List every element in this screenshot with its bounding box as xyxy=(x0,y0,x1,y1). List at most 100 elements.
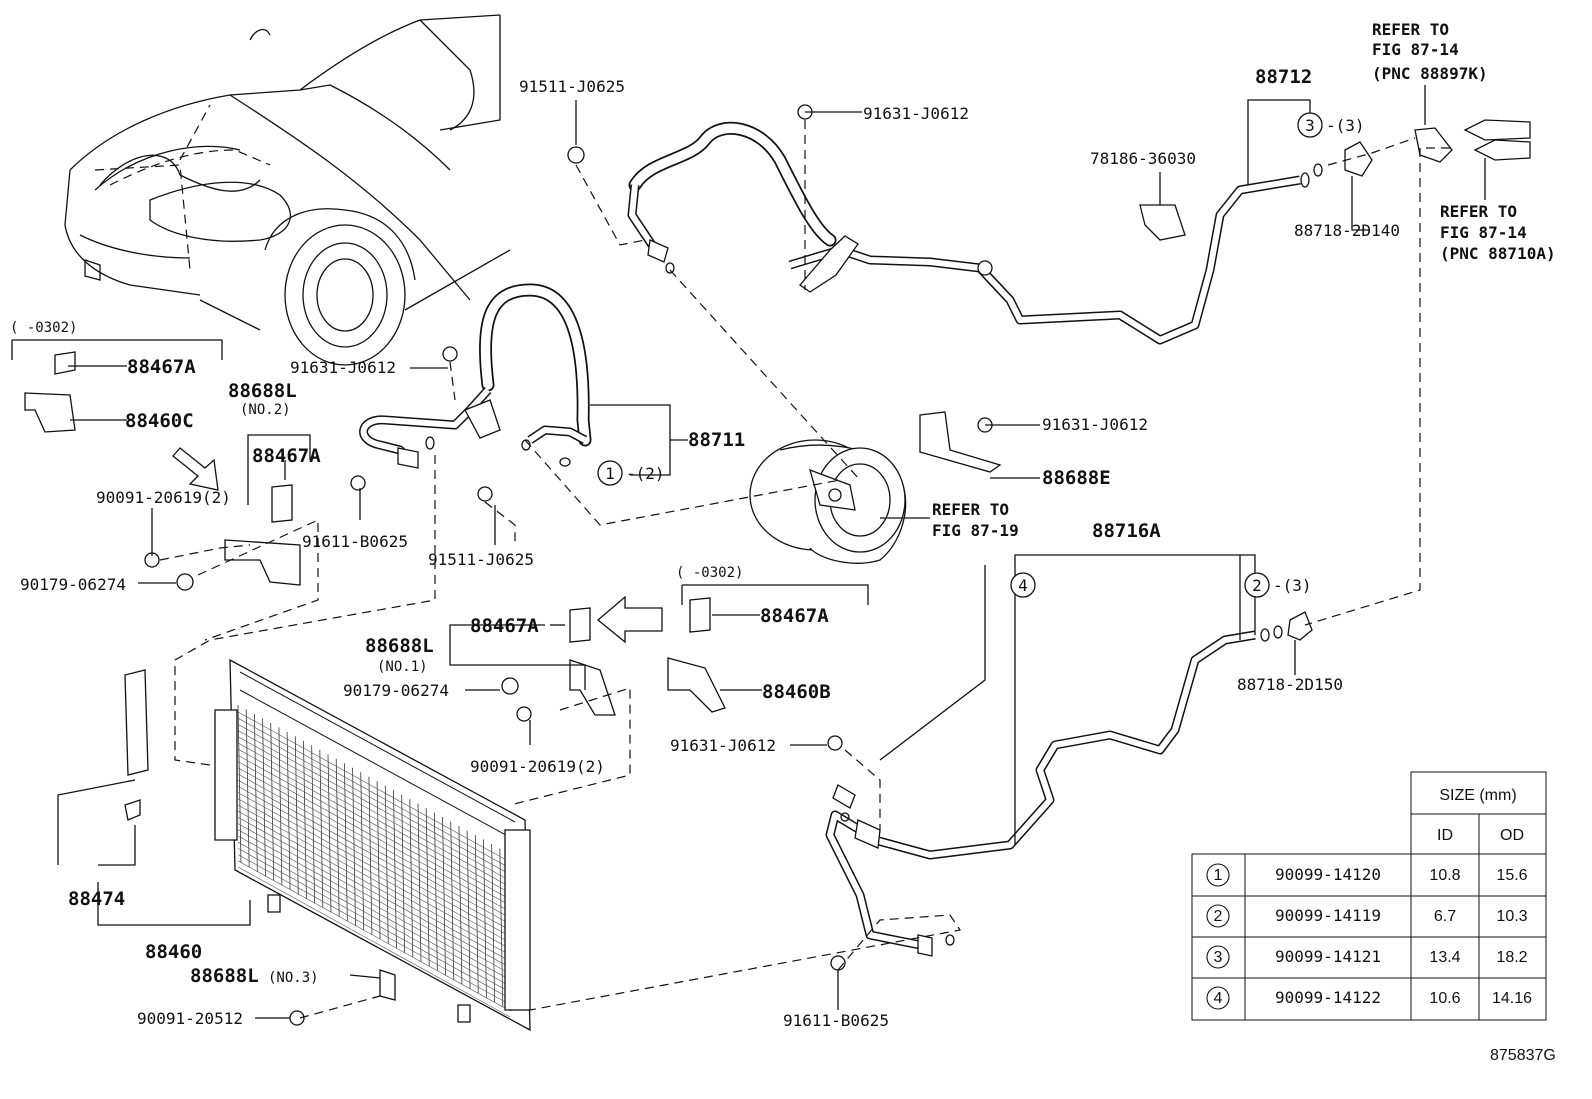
compressor xyxy=(749,439,907,564)
table-header-size: SIZE (mm) xyxy=(1439,787,1516,804)
table-part-number: 90099-14122 xyxy=(1275,988,1381,1007)
label-88467a-2: 88467A xyxy=(252,445,321,467)
condenser xyxy=(124,658,531,1032)
condenser-fin xyxy=(483,839,487,998)
bracket-0302-left: ( -0302) xyxy=(10,320,77,336)
condenser-tube xyxy=(237,817,511,968)
small-parts xyxy=(24,104,1531,1026)
callout-3-qty: -(3) xyxy=(1326,116,1365,135)
table-ref-circle xyxy=(1206,863,1230,887)
condenser-tube xyxy=(237,841,511,993)
label-no3: (NO.3) xyxy=(268,970,319,986)
condenser-tube xyxy=(237,786,511,937)
pipe-88712 xyxy=(627,121,1323,345)
table-ref-number: 4 xyxy=(1214,990,1223,1007)
callout-3: 3 xyxy=(1305,116,1315,135)
condenser-tube xyxy=(237,798,511,950)
callout-2: 2 xyxy=(1252,576,1262,595)
label-no1: (NO.1) xyxy=(377,659,428,675)
figure-id: 875837G xyxy=(1490,1047,1556,1064)
table-od-value: 18.2 xyxy=(1496,949,1527,966)
condenser-tube xyxy=(237,748,511,900)
condenser-tube xyxy=(237,711,511,863)
label-88460b: 88460B xyxy=(762,681,831,703)
label-88688l-no3: 88688L xyxy=(190,965,259,987)
label-91631-mid: 91631-J0612 xyxy=(290,358,396,377)
condenser-tube xyxy=(237,761,511,912)
table-part-number: 90099-14120 xyxy=(1275,865,1381,884)
condenser-fin xyxy=(491,844,496,1003)
condenser-tube xyxy=(237,866,511,1018)
assembly-lines xyxy=(159,120,1450,1019)
label-88467a-1: 88467A xyxy=(127,356,196,378)
callout-1-qty: -(2) xyxy=(626,464,665,483)
label-88712: 88712 xyxy=(1255,66,1312,88)
table-ref-circle xyxy=(1206,904,1230,928)
label-88460c: 88460C xyxy=(125,410,194,432)
table-part-number: 90099-14121 xyxy=(1275,947,1381,966)
condenser-tube xyxy=(237,835,511,987)
label-88688l-no2: 88688L xyxy=(228,380,297,402)
table-id-value: 6.7 xyxy=(1434,908,1456,925)
condenser-fin xyxy=(270,722,275,881)
label-90179-mid: 90179-06274 xyxy=(343,681,449,700)
label-91611-left: 91611-B0625 xyxy=(302,532,408,551)
table-id-value: 10.8 xyxy=(1429,867,1460,884)
label-88467a-4: 88467A xyxy=(470,615,539,637)
condenser-tube xyxy=(237,724,511,875)
refer-top-line1: REFER TO xyxy=(1372,20,1449,39)
pipe-88716a xyxy=(825,625,1283,957)
label-88474: 88474 xyxy=(68,888,125,910)
refer-right-line3: (PNC 88710A) xyxy=(1440,244,1556,263)
callout-4: 4 xyxy=(1018,576,1028,595)
table-id-value: 10.6 xyxy=(1429,990,1460,1007)
direction-arrows xyxy=(172,447,663,644)
table-ref-number: 1 xyxy=(1214,867,1223,884)
label-88688e: 88688E xyxy=(1042,467,1111,489)
label-88718-2d150: 88718-2D150 xyxy=(1237,675,1343,694)
bracket-0302-right: ( -0302) xyxy=(676,565,743,581)
table-od-value: 10.3 xyxy=(1496,908,1527,925)
condenser-fin xyxy=(237,704,242,864)
table-ref-number: 3 xyxy=(1214,949,1223,966)
label-90091-20619-left: 90091-20619(2) xyxy=(96,488,231,507)
callout-2-qty: -(3) xyxy=(1273,576,1312,595)
table-ref-circle xyxy=(1206,986,1230,1010)
table-ref-circle xyxy=(1206,945,1230,969)
refer-comp-line2: FIG 87-19 xyxy=(932,521,1019,540)
label-91511-top: 91511-J0625 xyxy=(519,77,625,96)
condenser-tube xyxy=(237,773,511,925)
condenser-fin xyxy=(245,709,250,868)
label-91611-bottom: 91611-B0625 xyxy=(783,1011,889,1030)
label-91631-low: 91631-J0612 xyxy=(670,736,776,755)
condenser-fin xyxy=(499,848,504,1007)
car-illustration xyxy=(64,14,511,366)
condenser-tube xyxy=(237,742,511,894)
condenser-tube xyxy=(237,804,511,956)
refer-right-line2: FIG 87-14 xyxy=(1440,223,1527,242)
hose-88711 xyxy=(359,283,592,469)
label-88718-2d140: 88718-2D140 xyxy=(1294,221,1400,240)
table-ref-number: 2 xyxy=(1214,908,1223,925)
condenser-tube xyxy=(237,792,511,943)
table-header-od: OD xyxy=(1500,827,1524,844)
refer-comp-line1: REFER TO xyxy=(932,500,1009,519)
part-labels: 91511-J0625 91631-J0612 88712 REFER TO F… xyxy=(10,20,1556,1064)
label-88688l-no1: 88688L xyxy=(365,635,434,657)
condenser-tube xyxy=(237,736,511,888)
table-od-value: 14.16 xyxy=(1492,990,1532,1007)
condenser-tube xyxy=(237,755,511,906)
label-90179-left: 90179-06274 xyxy=(20,575,126,594)
label-88460: 88460 xyxy=(145,941,202,963)
refer-top-line3: (PNC 88897K) xyxy=(1372,64,1488,83)
callout-1: 1 xyxy=(605,464,615,483)
label-88716a: 88716A xyxy=(1092,520,1161,542)
condenser-tube xyxy=(237,829,511,981)
table-id-value: 13.4 xyxy=(1429,949,1460,966)
condenser-tube xyxy=(237,779,511,931)
label-91631-top: 91631-J0612 xyxy=(863,104,969,123)
refer-right-line1: REFER TO xyxy=(1440,202,1517,221)
